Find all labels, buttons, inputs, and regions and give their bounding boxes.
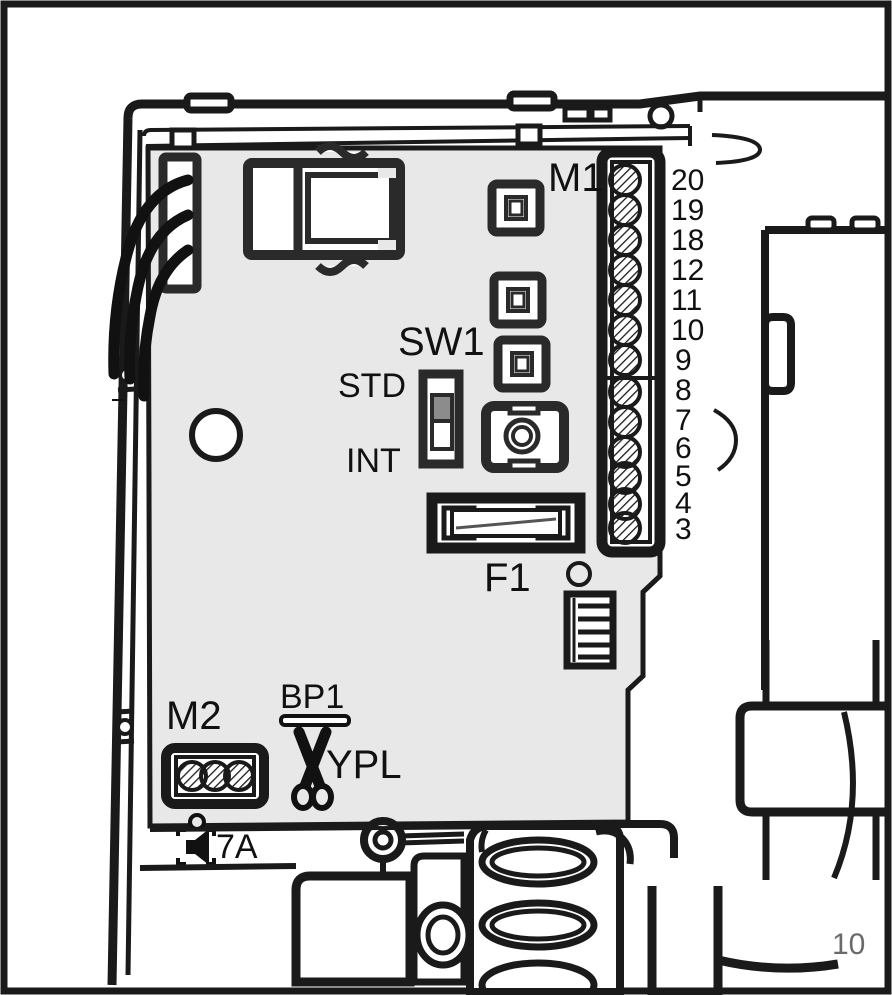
- page-number: 10: [832, 928, 866, 961]
- relay-icon: [489, 271, 547, 329]
- hinged-lid-icon: [142, 90, 692, 151]
- bp1-label: BP1: [280, 678, 345, 716]
- fuse-filament: [455, 517, 557, 530]
- m1-terminal-number: 10: [671, 314, 705, 347]
- pin-header-icon: [563, 590, 617, 670]
- m2-screws: [176, 760, 255, 792]
- pipe-manifold-icon: [139, 817, 839, 995]
- mounting-hole-icon: [189, 408, 243, 462]
- via-hole-icon: [566, 561, 592, 587]
- trimmer-pot-icon: [481, 401, 569, 473]
- lid-tab: [506, 90, 558, 112]
- m1-terminal-number: 18: [671, 224, 705, 257]
- switch-slider: [430, 393, 454, 423]
- m1-terminal-number: 11: [671, 284, 703, 317]
- ypl-label: YPL: [326, 743, 402, 787]
- slide-switch-icon[interactable]: [418, 369, 464, 469]
- m1-terminal-number: 3: [675, 513, 692, 546]
- cartridge-fuse-icon: [426, 492, 586, 554]
- m1-terminal-number: 8: [675, 374, 692, 407]
- switch-track: [430, 419, 454, 451]
- m1-terminal-number: 5: [675, 460, 692, 493]
- sounder-label: 7A: [216, 828, 258, 866]
- relay-icon: [493, 335, 551, 393]
- f1-label: F1: [484, 556, 531, 600]
- sw1-position-int-label: INT: [346, 442, 401, 480]
- m1-terminal-number: 20: [671, 164, 705, 197]
- side-panel-icon: [711, 133, 888, 880]
- transformer-module-icon: [243, 142, 405, 276]
- m1-terminal-number: 12: [671, 254, 705, 287]
- terminal-block-icon: [596, 146, 666, 558]
- wire-link-icon: [279, 714, 351, 727]
- m1-terminal-number: 4: [675, 487, 692, 520]
- relay-icon: [487, 179, 545, 237]
- m1-terminal-number: 7: [675, 404, 692, 437]
- lid-tab: [183, 92, 235, 114]
- m1-label: M1: [548, 156, 604, 200]
- m1-screws: [608, 163, 642, 545]
- m1-terminal-number: 9: [675, 344, 692, 377]
- sw1-position-std-label: STD: [338, 367, 406, 405]
- fuse-body: [450, 508, 562, 538]
- m1-terminal-number: 6: [675, 432, 692, 465]
- terminal-block-icon: [161, 743, 269, 809]
- m1-terminal-number: 19: [671, 194, 705, 227]
- wire-connector-icon: [108, 152, 202, 402]
- scissors-icon: [291, 726, 334, 811]
- m2-label: M2: [166, 694, 222, 738]
- sw1-label: SW1: [398, 320, 485, 364]
- hinge-pin-icon: [647, 102, 675, 130]
